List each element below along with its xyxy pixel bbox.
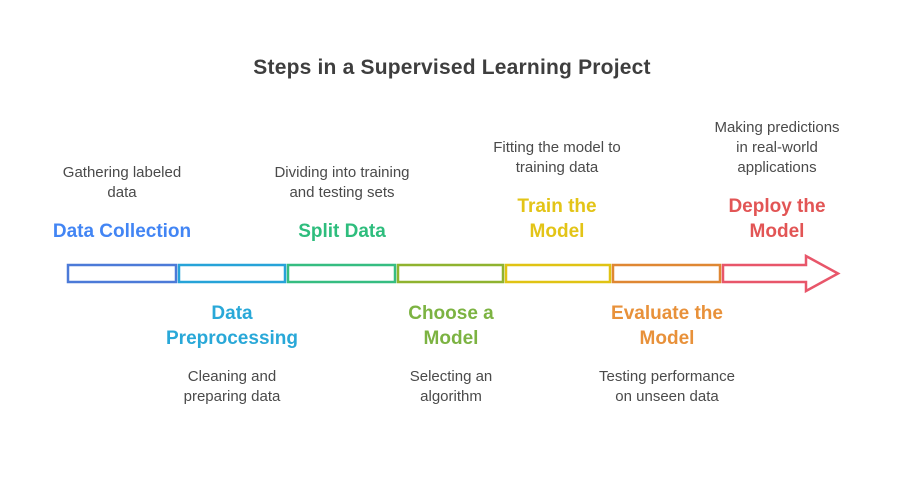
step-description: Making predictions in real-world applica… (714, 119, 840, 176)
step-train-the-model: Fitting the model to training data Train… (457, 138, 657, 244)
step-description: Fitting the model to training data (493, 139, 621, 176)
process-arrow (66, 253, 841, 294)
arrow-segment-data-preprocessing (177, 263, 287, 284)
step-data-preprocessing: Data Preprocessing Cleaning and preparin… (132, 301, 332, 407)
step-label: Choose a Model (408, 303, 494, 349)
page-title: Steps in a Supervised Learning Project (253, 56, 651, 79)
step-label: Split Data (298, 221, 386, 242)
step-label: Train the Model (517, 196, 597, 242)
arrow-segment-split-data (286, 263, 397, 284)
step-choose-a-model: Choose a Model Selecting an algorithm (351, 301, 551, 407)
arrow-segment-evaluate-the-model (611, 263, 722, 284)
step-label: Evaluate the Model (611, 303, 723, 349)
arrow-segment-choose-a-model (396, 263, 505, 284)
step-description: Selecting an algorithm (409, 368, 493, 405)
arrow-segment-data-collection (66, 263, 178, 284)
step-data-collection: Gathering labeled data Data Collection (22, 163, 222, 244)
step-evaluate-the-model: Evaluate the Model Testing performance o… (567, 301, 767, 407)
step-description: Gathering labeled data (62, 164, 182, 201)
step-description: Testing performance on unseen data (599, 368, 735, 405)
step-description: Dividing into training and testing sets (274, 164, 410, 201)
step-label: Data Preprocessing (166, 303, 298, 349)
step-split-data: Dividing into training and testing sets … (242, 163, 442, 244)
arrow-segment-train-the-model (504, 263, 612, 284)
arrow-head-deploy-the-model (721, 253, 841, 294)
step-deploy-the-model: Making predictions in real-world applica… (677, 118, 877, 244)
step-description: Cleaning and preparing data (183, 368, 281, 405)
step-label: Data Collection (52, 221, 192, 242)
step-label: Deploy the Model (728, 196, 826, 242)
